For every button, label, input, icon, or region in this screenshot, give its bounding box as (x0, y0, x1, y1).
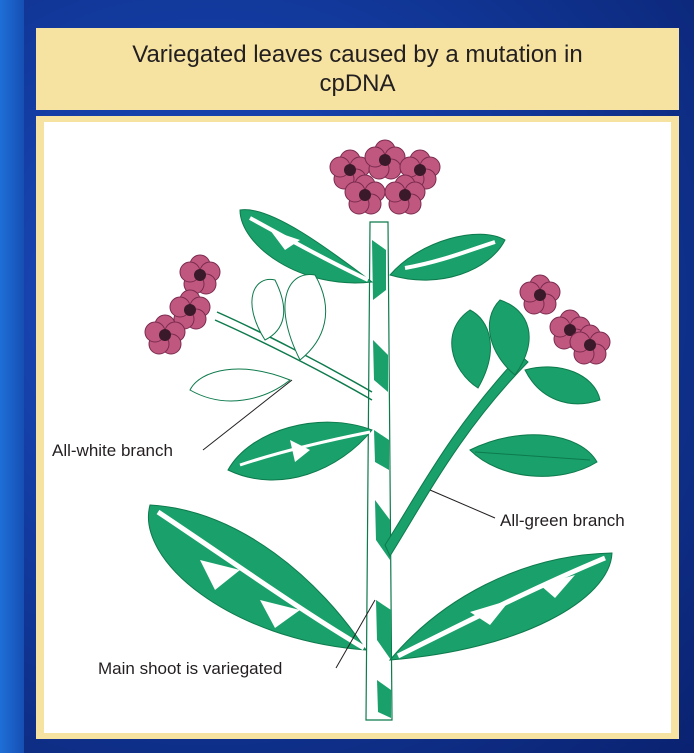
flower-cluster-left (145, 255, 220, 354)
white-branch (190, 274, 372, 400)
flower-cluster-right (520, 275, 610, 364)
label-main-shoot: Main shoot is variegated (98, 659, 282, 679)
variegated-leaf-middle-left (228, 422, 372, 480)
label-white-branch: All-white branch (52, 441, 173, 461)
main-stem (366, 222, 392, 720)
leader-green-branch (430, 490, 495, 518)
label-green-branch: All-green branch (500, 511, 625, 531)
variegated-leaf-lower-left (148, 505, 366, 650)
variegated-leaf-upper-right (390, 234, 505, 280)
flower-cluster-top (330, 140, 440, 214)
variegated-leaf-upper-left (240, 210, 372, 283)
variegated-leaf-lower-right (390, 553, 612, 660)
